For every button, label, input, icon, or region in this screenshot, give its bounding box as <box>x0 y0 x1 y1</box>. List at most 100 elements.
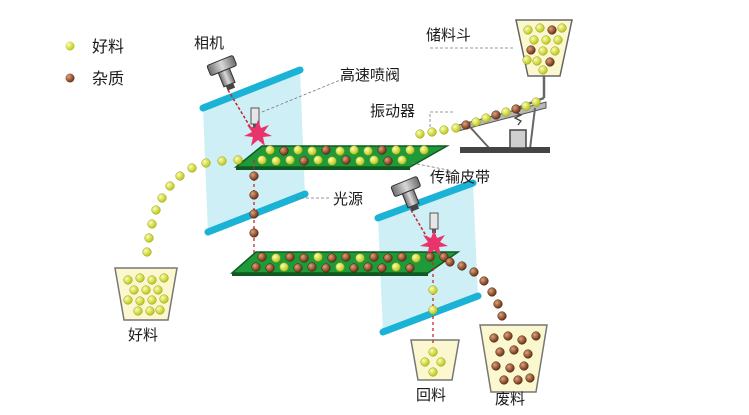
good-particle <box>147 275 157 285</box>
impurity-particle <box>497 311 507 321</box>
good-particle <box>557 23 567 33</box>
impurity-particle <box>397 252 407 262</box>
vibrator-motor <box>509 129 527 149</box>
good-particle <box>481 113 491 123</box>
good-particle <box>271 253 281 263</box>
impurity-particle <box>341 155 351 165</box>
good-particle <box>265 145 275 155</box>
good-particle <box>313 252 323 262</box>
impurity-particle <box>519 361 529 371</box>
impurity-particle <box>493 299 503 309</box>
impurity-particle <box>513 375 523 385</box>
good-particle <box>397 155 407 165</box>
good-particle <box>335 262 345 272</box>
good-particle <box>257 155 267 165</box>
impurity-particle <box>525 373 535 383</box>
label-storage-hopper: 储料斗 <box>426 26 471 44</box>
good-particle <box>155 305 165 315</box>
good-particle <box>355 253 365 263</box>
impurity-particle <box>526 45 536 55</box>
good-particle <box>522 55 532 65</box>
lower-camera <box>390 176 421 212</box>
impurity-particle <box>279 146 289 156</box>
impurity-particle <box>349 263 359 273</box>
impurity-particle <box>545 57 555 67</box>
good-particle <box>129 285 139 295</box>
good-particle <box>363 146 373 156</box>
good-particle <box>201 158 211 168</box>
impurity-particle <box>249 171 259 181</box>
impurity-particle <box>265 263 275 273</box>
impurity-particle <box>531 331 541 341</box>
good-particle <box>405 145 415 155</box>
good-particle <box>369 155 379 165</box>
good-particle <box>335 146 345 156</box>
good-particle <box>159 294 169 304</box>
good-particle <box>419 145 429 155</box>
good-particle <box>233 155 243 165</box>
impurity-particle <box>479 276 489 286</box>
lower-light-bar-top <box>374 179 477 222</box>
good-particle <box>135 273 145 283</box>
good-particle <box>471 117 481 127</box>
impurity-particle <box>495 347 505 357</box>
good-particle <box>144 233 154 243</box>
good-particle <box>133 306 143 316</box>
good-particle <box>157 193 167 203</box>
impurity-particle <box>341 252 351 262</box>
impurity-particle <box>503 331 513 341</box>
good-particle <box>535 23 545 33</box>
good-particle <box>411 253 421 263</box>
good-particle <box>279 262 289 272</box>
good-particle <box>285 155 295 165</box>
good-particle <box>217 156 227 166</box>
good-particle <box>420 357 430 367</box>
good-particle <box>529 35 539 45</box>
good-particle <box>541 35 551 45</box>
good-particle <box>165 181 175 191</box>
good-particle <box>145 306 155 316</box>
impurity-particle <box>509 345 519 355</box>
storage-hopper <box>511 19 573 112</box>
good-particle <box>313 155 323 165</box>
impurity-particle <box>321 145 331 155</box>
good-particle <box>523 25 533 35</box>
good-particle <box>307 146 317 156</box>
impurity-particle <box>547 25 557 35</box>
impurity-particle <box>363 262 373 272</box>
good-particle <box>141 285 151 295</box>
impurity-particle <box>491 110 501 120</box>
good-particle <box>521 101 531 111</box>
impurity-particle <box>377 145 387 155</box>
impurity-particle <box>487 287 497 297</box>
impurity-particle <box>457 261 467 271</box>
impurity-particle <box>383 156 393 166</box>
impurity-particle <box>299 156 309 166</box>
legend-good-label: 好料 <box>92 37 124 56</box>
good-particle <box>123 275 133 285</box>
label-conveyor-belt: 传输皮带 <box>430 168 490 186</box>
good-particle <box>531 97 541 107</box>
return-bin <box>410 339 460 381</box>
lower-camera-beam <box>410 209 433 247</box>
legend-good-dot <box>65 41 75 51</box>
good-particle <box>391 145 401 155</box>
impurity-particle <box>327 253 337 263</box>
upper-light-bar-top <box>199 66 304 112</box>
impurity-particle <box>445 257 455 267</box>
impurity-particle <box>285 252 295 262</box>
legend-impurity-label: 杂质 <box>92 69 124 88</box>
impurity-particle <box>369 252 379 262</box>
impurity-particle <box>377 263 387 273</box>
good-particle <box>293 145 303 155</box>
impurity-particle <box>491 361 501 371</box>
good-particle <box>428 305 438 315</box>
good-particle <box>439 125 449 135</box>
upper-air-burst-icon <box>244 120 272 146</box>
label-good-bin: 好料 <box>128 326 158 344</box>
impurity-particle <box>257 252 267 262</box>
impurity-particle <box>299 253 309 263</box>
good-particle <box>355 156 365 166</box>
